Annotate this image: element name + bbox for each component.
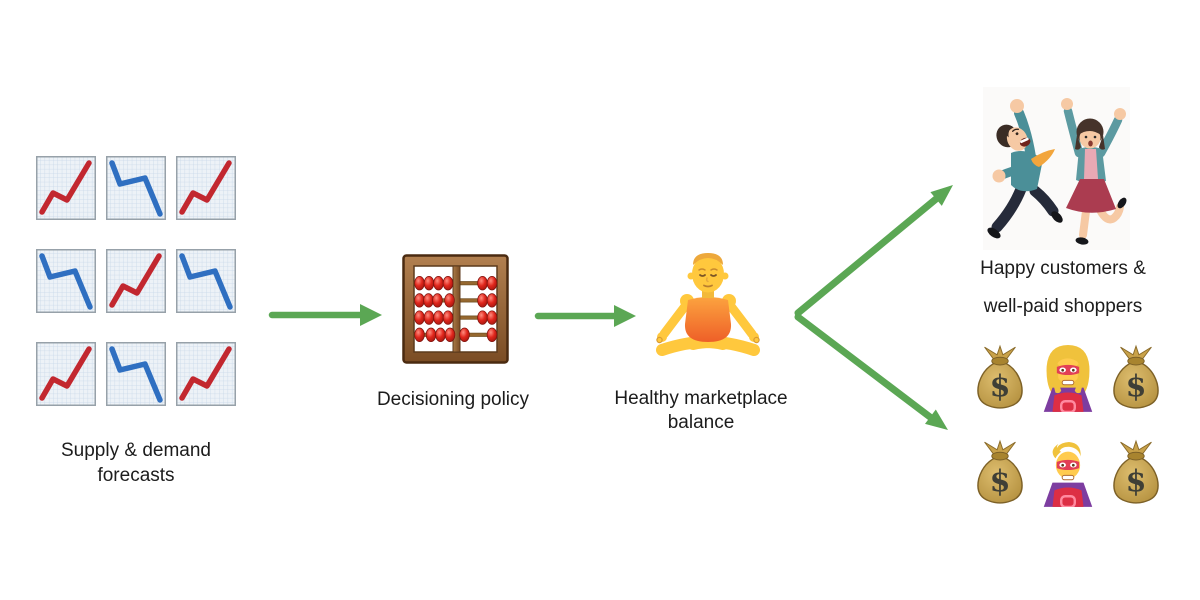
chart-increasing-emoji: [106, 249, 166, 313]
balance-label-line1: Healthy marketplace: [614, 388, 788, 409]
woman-superhero-icon: [1036, 342, 1100, 412]
forecasts-label-line2: forecasts: [97, 465, 175, 486]
chart-decreasing-emoji: [106, 342, 166, 406]
chart-increasing-emoji: [36, 342, 96, 406]
person-lotus-icon: [648, 250, 768, 365]
man-superhero-icon: [1036, 437, 1100, 507]
money-bag-icon: [1108, 344, 1164, 412]
customers-label-line2: well-paid shoppers: [983, 296, 1143, 317]
balance-label: Healthy marketplace balance: [581, 387, 821, 435]
arrow-policy-to-balance: [534, 305, 636, 327]
reward-row-2: [972, 437, 1164, 507]
chart-decreasing-emoji: [106, 156, 166, 220]
arrow-forecasts-to-policy: [268, 304, 382, 326]
policy-label-text: Decisioning policy: [376, 389, 530, 410]
arrow-balance-to-customers: [794, 185, 953, 317]
chart-increasing-emoji: [176, 156, 236, 220]
customers-label-line1: Happy customers &: [980, 258, 1146, 279]
money-bag-icon: [1108, 439, 1164, 507]
chart-increasing-emoji: [176, 342, 236, 406]
chart-increasing-emoji: [36, 156, 96, 220]
forecasts-label: Supply & demand forecasts: [16, 438, 256, 488]
happy-people-illustration: [983, 87, 1130, 250]
forecasts-label-line1: Supply & demand: [61, 440, 211, 461]
money-bag-icon: [972, 344, 1028, 412]
chart-decreasing-emoji: [36, 249, 96, 313]
abacus-icon: [402, 254, 509, 364]
balance-label-line2: balance: [667, 412, 735, 433]
forecast-chart-grid: [36, 156, 236, 406]
reward-row-1: [972, 342, 1164, 412]
money-bag-icon: [972, 439, 1028, 507]
chart-decreasing-emoji: [176, 249, 236, 313]
customers-label: Happy customers & well-paid shoppers: [943, 250, 1183, 326]
policy-label: Decisioning policy: [333, 387, 573, 412]
